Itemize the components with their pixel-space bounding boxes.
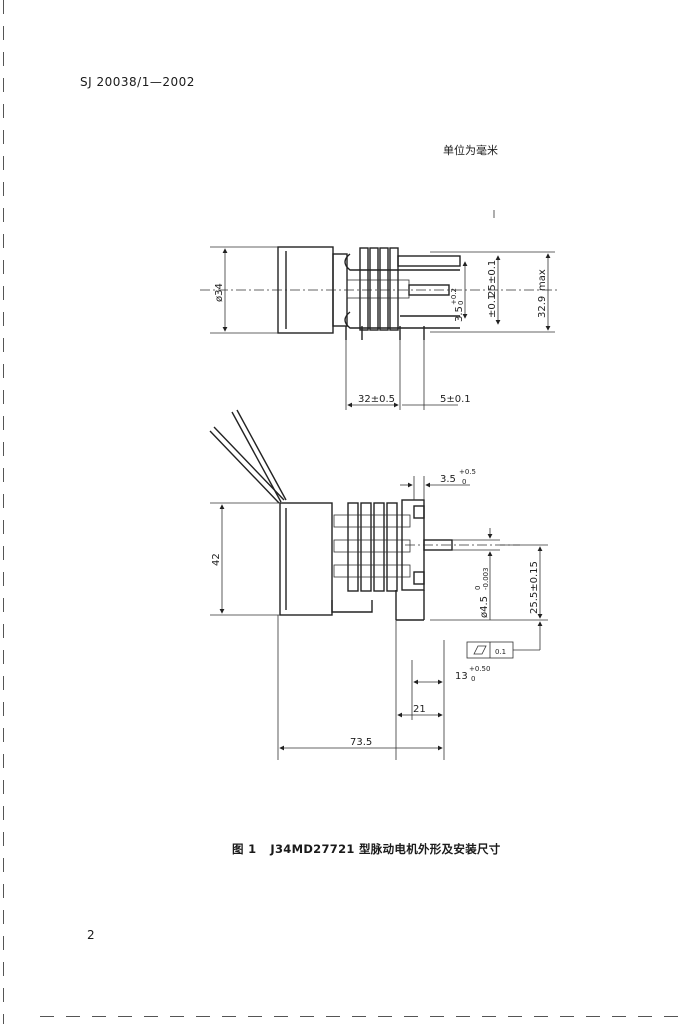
standard-number: SJ 20038/1—2002 — [80, 75, 195, 89]
dim-sup-0-c: 0 — [474, 586, 482, 590]
dim-sub-0-a: 0 — [457, 301, 465, 305]
binding-edge-line — [3, 0, 4, 1024]
dim-tol-01-b: ±0.1 — [487, 260, 498, 284]
dim-21: 21 — [413, 704, 426, 715]
top-view: ø34 ±0.1 25 ±0.1 3.5 +0.2 0 32.9 max 32±… — [200, 210, 560, 410]
dim-13: 13 — [455, 671, 468, 682]
dim-sup-02: +0.2 — [450, 288, 458, 305]
dim-diameter-34: ø34 — [214, 283, 225, 302]
figure-caption: 图 1 J34MD27721 型脉动电机外形及安装尺寸 — [232, 841, 515, 857]
dim-tol-01-a: ±0.1 — [487, 294, 498, 318]
dim-3-5-b: 3.5 — [440, 474, 456, 485]
dim-sub-0-b: 0 — [462, 478, 466, 486]
page-number: 2 — [87, 928, 95, 942]
bottom-view: 42 3.5 +0.5 0 ø4.5 -0.003 0 25.5±0.15 0.… — [209, 409, 548, 760]
dim-diameter-4-5: ø4.5 — [479, 596, 490, 618]
dim-32-tol: 32±0.5 — [358, 394, 395, 405]
dim-73-5: 73.5 — [350, 737, 372, 748]
dim-3-5: 3.5 — [454, 306, 465, 322]
dim-sub-003: -0.003 — [482, 567, 490, 590]
figure-title: J34MD27721 型脉动电机外形及安装尺寸 — [270, 842, 501, 856]
dim-25-5: 25.5±0.15 — [529, 561, 540, 614]
dim-sup-050: +0.50 — [469, 665, 490, 673]
dim-max: max — [537, 269, 548, 291]
unit-note: 单位为毫米 — [443, 144, 498, 157]
dim-25: 25 — [487, 284, 498, 297]
dim-sub-0-d: 0 — [471, 675, 475, 683]
bottom-edge-line — [40, 1016, 680, 1017]
dim-42: 42 — [211, 553, 222, 566]
tolerance-frame-value: 0.1 — [495, 648, 506, 656]
figure-number: 图 1 — [232, 842, 257, 856]
dim-sup-05: +0.5 — [459, 468, 476, 476]
dim-5-tol: 5±0.1 — [440, 394, 471, 405]
dim-32-9: 32.9 — [537, 296, 548, 318]
